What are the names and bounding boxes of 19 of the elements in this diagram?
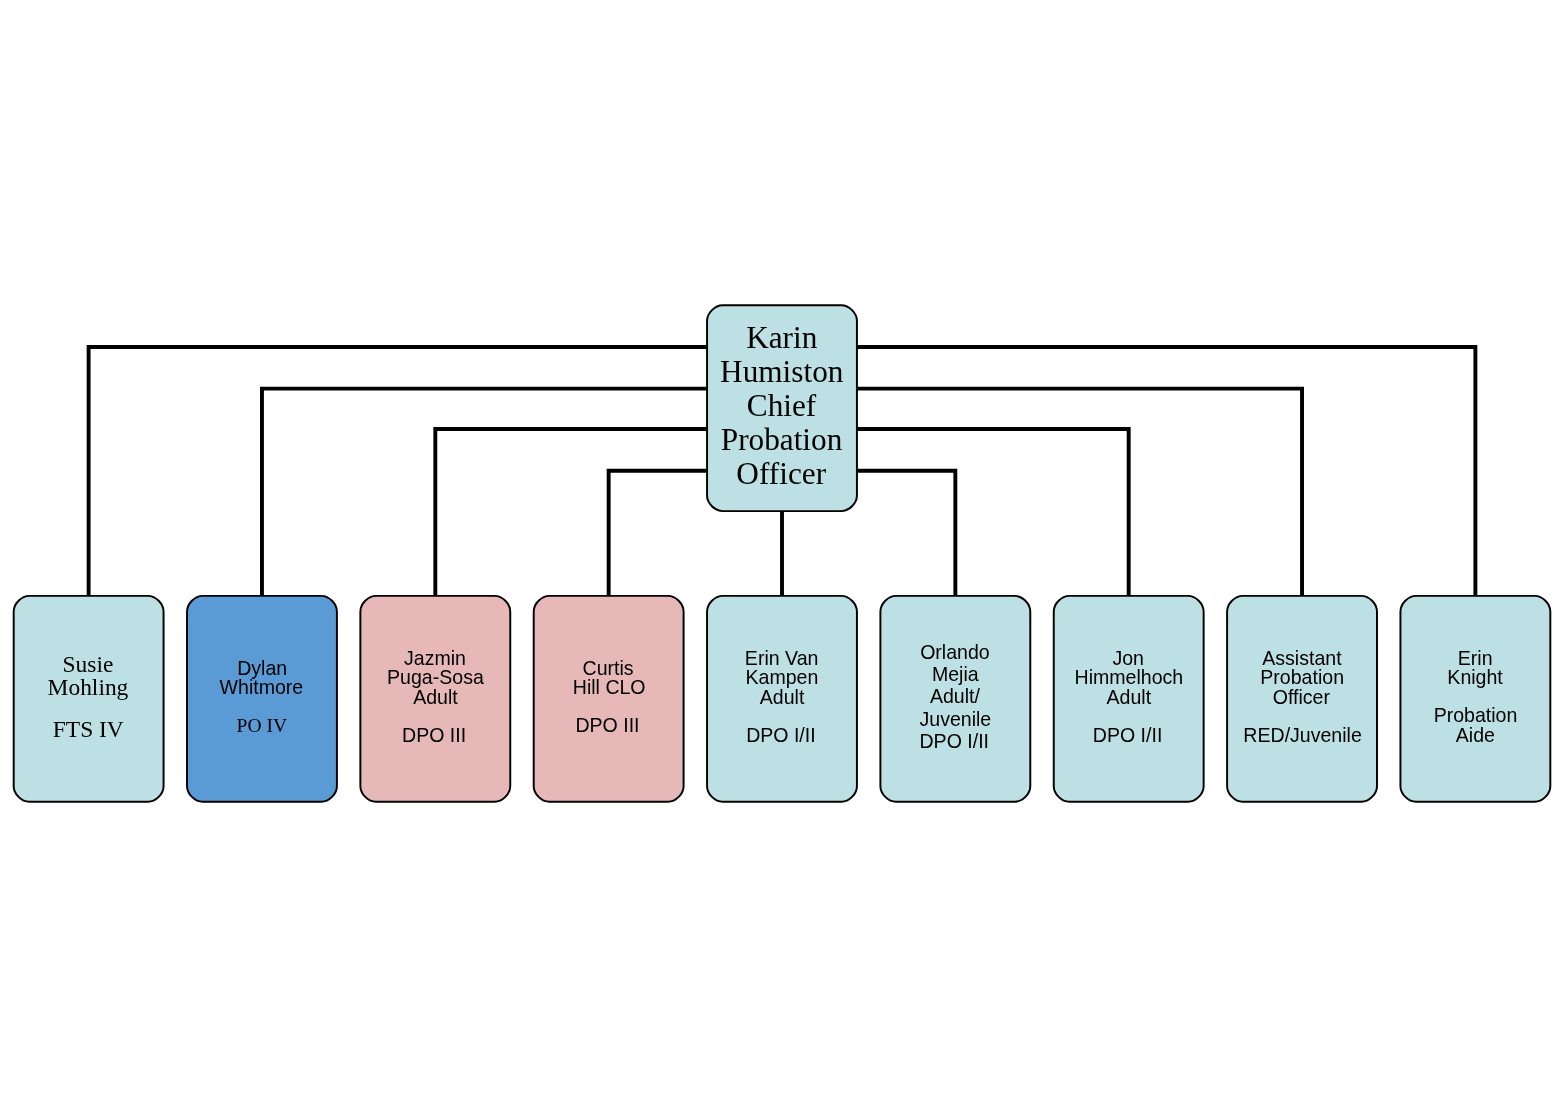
node-box: Curtis Hill CLO DPO III <box>532 594 685 803</box>
node-box: Erin Knight Probation Aide <box>1399 594 1552 803</box>
connector <box>857 468 958 596</box>
connector <box>780 511 784 596</box>
node-box: Erin Van Kampen Adult DPO I/II <box>706 594 858 803</box>
node-box: Orlando Mejia Adult/ Juvenile DPO I/II <box>879 594 1032 803</box>
connector <box>433 427 707 596</box>
node-box: Karin Humiston Chief Probation Officer <box>706 304 858 513</box>
node-box: Dylan Whitmore PO IV <box>186 594 338 803</box>
node-box: Assistant Probation Officer RED/Juvenile <box>1226 594 1378 803</box>
node-box: Jon Himmelhoch Adult DPO I/II <box>1052 594 1205 803</box>
node-box: Jazmin Puga-Sosa Adult DPO III <box>359 594 512 803</box>
connector <box>857 344 1478 596</box>
connector <box>86 344 707 596</box>
connector <box>606 468 707 596</box>
connector <box>857 427 1131 596</box>
connector <box>260 386 707 596</box>
node-box: Susie Mohling FTS IV <box>12 594 165 803</box>
connector <box>857 386 1304 596</box>
